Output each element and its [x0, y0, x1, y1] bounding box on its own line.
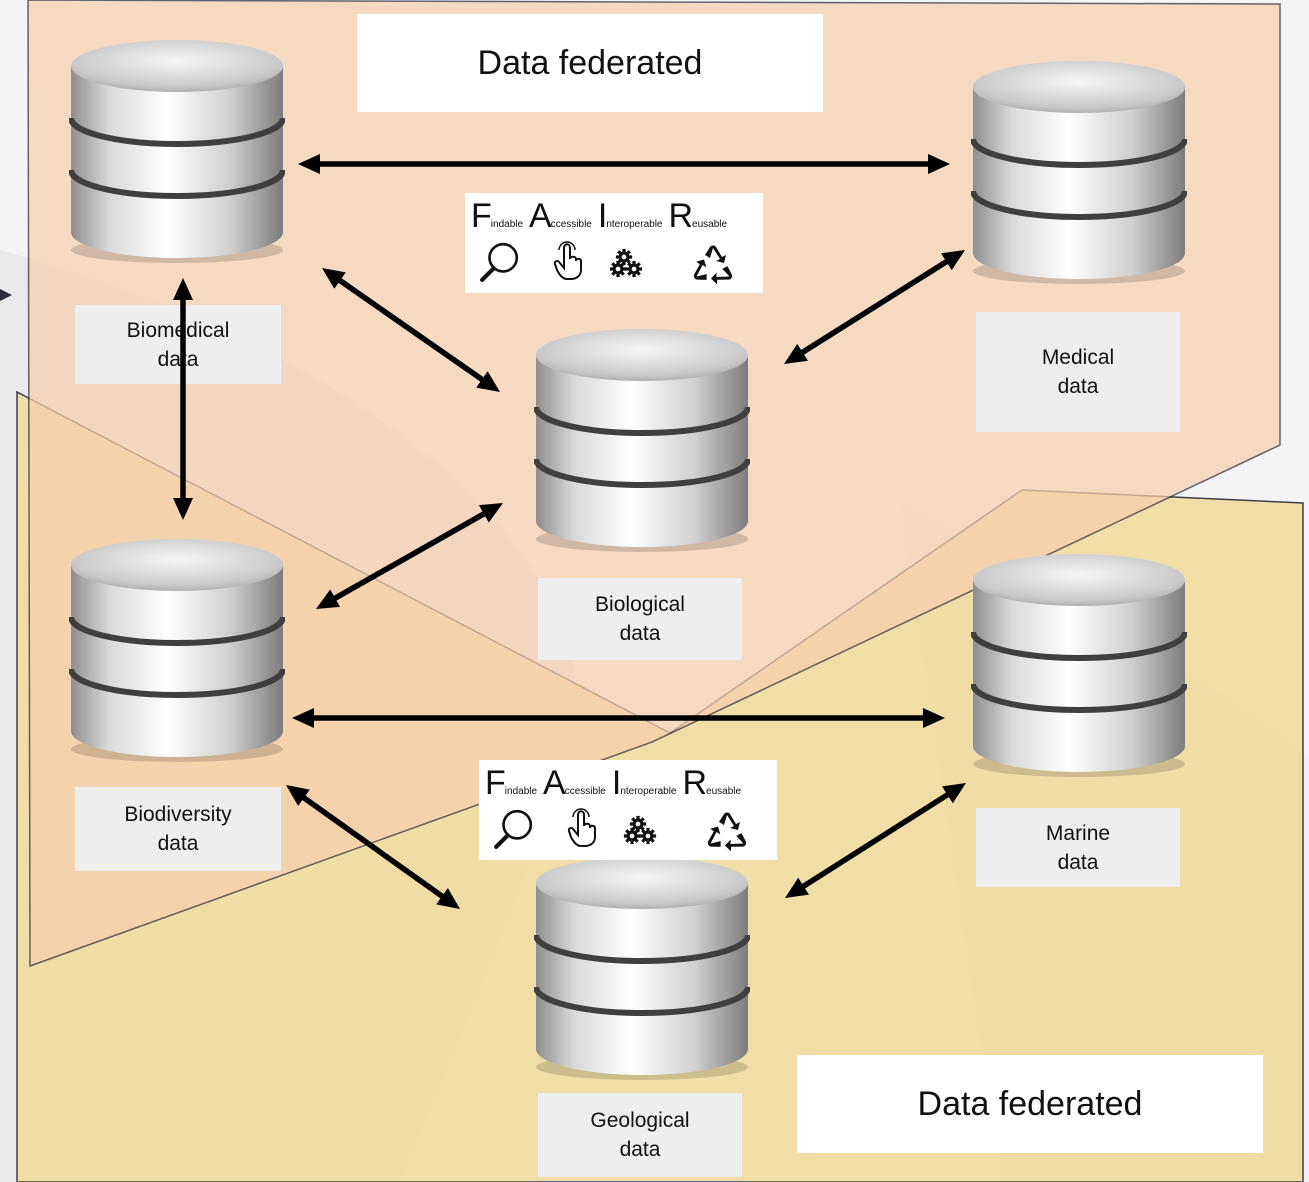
geological-label-line1: Geological	[590, 1109, 690, 1132]
pointer-hand-icon	[553, 240, 583, 281]
fair-letter-i: I	[611, 764, 622, 802]
biomedical-data-label: Biomedical data	[75, 305, 281, 384]
biodiversity-label-line1: Biodiversity	[124, 803, 232, 826]
marine-label-line2: data	[1057, 850, 1099, 874]
fair-banner-lower: Findable Accessible Interoperable Reusable	[479, 760, 777, 860]
fair-letter-f: F	[485, 764, 506, 802]
fair-letter-i: I	[597, 197, 608, 235]
biological-data-label: Biological data	[538, 578, 742, 660]
gears-icon	[623, 815, 657, 845]
marine-data-label: Marine data	[976, 808, 1180, 887]
fair-word-i: nteroperable	[620, 786, 677, 797]
marine-database-icon	[973, 554, 1185, 777]
fair-word-f: indable	[504, 786, 538, 797]
fair-word-a: ccessible	[550, 219, 592, 230]
edge-pointer-icon	[0, 289, 12, 301]
recycle-icon	[707, 812, 747, 852]
marine-label-line1: Marine	[1045, 821, 1111, 845]
fair-word-a: ccessible	[564, 786, 606, 797]
group-title-lower: Data federated	[797, 1055, 1263, 1153]
fair-letter-r: R	[668, 197, 693, 235]
medical-label-line1: Medical	[1041, 346, 1115, 369]
medical-data-label: Medical data	[976, 312, 1180, 432]
link-biomedical-biological	[322, 268, 500, 392]
gears-icon	[609, 248, 643, 278]
biomedical-label-line2: data	[157, 347, 199, 371]
link-biological-biodiversity	[316, 503, 503, 609]
biological-label-line2: data	[619, 622, 661, 645]
federation-links	[286, 154, 966, 909]
fair-letter-r: R	[682, 764, 707, 802]
fair-letter-f: F	[471, 197, 492, 235]
biological-database-icon	[536, 329, 748, 552]
fair-word-i: nteroperable	[606, 219, 663, 230]
link-medical-biological	[784, 250, 965, 364]
link-biomedical-medical	[298, 154, 950, 174]
link-biodiversity-geological	[286, 785, 460, 909]
biodiversity-label-line2: data	[157, 832, 199, 855]
magnifier-icon	[482, 244, 517, 280]
fair-word-f: indable	[490, 219, 524, 230]
fair-word-r: eusable	[692, 219, 728, 230]
pointer-hand-icon	[567, 807, 597, 848]
geological-label-line2: data	[619, 1138, 661, 1161]
biomedical-label-line1: Biomedical	[126, 318, 230, 342]
recycle-icon	[693, 245, 733, 285]
magnifier-icon	[496, 811, 531, 847]
biomedical-database-icon	[71, 40, 283, 263]
fair-banner-upper: Findable Accessible Interoperable Reusable	[465, 193, 763, 293]
medical-database-icon	[973, 61, 1185, 284]
fair-letter-a: A	[543, 764, 566, 802]
medical-label-line2: data	[1057, 375, 1099, 398]
link-biodiversity-marine	[292, 708, 945, 728]
biodiversity-database-icon	[71, 539, 283, 762]
group-title-upper: Data federated	[357, 14, 823, 112]
fair-letters: Findable Accessible Interoperable Reusable	[471, 197, 733, 236]
link-marine-geological	[785, 783, 966, 898]
fair-letters: Findable Accessible Interoperable Reusable	[485, 764, 747, 803]
biodiversity-data-label: Biodiversity data	[75, 787, 281, 871]
fair-letter-a: A	[529, 197, 552, 235]
biological-label-line1: Biological	[595, 593, 685, 616]
geological-database-icon	[536, 857, 748, 1080]
fair-word-r: eusable	[706, 786, 742, 797]
geological-data-label: Geological data	[538, 1093, 742, 1177]
